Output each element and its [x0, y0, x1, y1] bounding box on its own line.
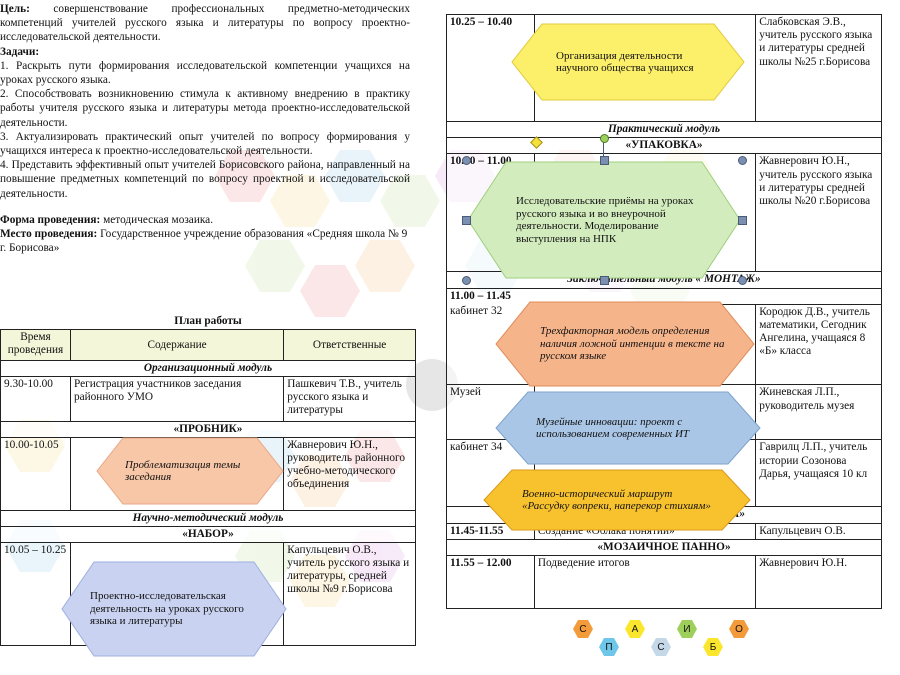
selection-handle[interactable] — [462, 156, 471, 165]
goal-label: Цель: — [0, 3, 30, 15]
module-row: Практический модуль — [446, 120, 882, 139]
module-row: Организационный модуль — [0, 360, 416, 377]
resp-cell: Жавнерович Ю.Н., учитель русского языка … — [755, 153, 882, 273]
stage-row: «ПРОБНИК» — [0, 421, 416, 438]
tasks-label: Задачи: — [0, 45, 40, 58]
selection-handle[interactable] — [600, 156, 609, 165]
stage-row: «УПАКОВКА» — [446, 137, 882, 155]
col-header-time: Время проведения — [0, 329, 71, 361]
table-header-row: Время проведения Содержание Ответственны… — [0, 329, 416, 361]
hexagon-shape — [495, 391, 761, 465]
task-item: 2. Способствовать возникновению стимула … — [0, 88, 410, 129]
place-label: Место проведения: — [0, 228, 98, 241]
time-cell: 10.05 – 10.25 — [0, 542, 71, 646]
hexagon-museum-innovations: Музейные инновации: проект с использован… — [494, 390, 762, 466]
selection-handle[interactable] — [462, 276, 471, 285]
logo-letter: П — [599, 638, 619, 656]
hexagon-problematization: Проблематизация темы заседания — [95, 436, 285, 506]
logo-letter: С — [651, 638, 671, 656]
time-cell: 10.00-10.05 — [0, 437, 71, 511]
col-header-content: Содержание — [69, 329, 285, 361]
resp-cell: Жавнерович Ю.Н. — [755, 554, 882, 609]
selection-handle[interactable] — [738, 216, 747, 225]
table-row: 9.30-10.00 Регистрация участников заседа… — [0, 376, 416, 422]
time-cell: 9.30-10.00 — [0, 376, 71, 422]
task-item: 3. Актуализировать практический опыт учи… — [0, 130, 410, 158]
resp-cell: Капульцевич О.В. — [755, 522, 882, 540]
hexagon-research-techniques: Исследовательские приёмы на уроках русск… — [466, 160, 742, 280]
task-item: 1. Раскрыть пути формирования исследоват… — [0, 59, 410, 87]
selection-handle[interactable] — [462, 216, 471, 225]
content-cell: Регистрация участников заседания районно… — [69, 376, 285, 422]
resp-cell: Кородюк Д.В., учитель математики, Сегодн… — [755, 303, 882, 386]
selection-handle[interactable] — [738, 276, 747, 285]
resp-cell: Жавнерович Ю.Н., руководитель районного … — [283, 437, 416, 511]
hexagon-shape — [511, 23, 745, 101]
selection-handle[interactable] — [600, 276, 609, 285]
time-cell: 11.00 – 11.45 — [446, 287, 882, 305]
hexagon-text: Военно-исторический маршрут «Рассудку во… — [522, 487, 711, 513]
selection-handle[interactable] — [738, 156, 747, 165]
hexagon-scientific-society: Организация деятельности научного общест… — [510, 22, 746, 102]
hexagon-text: Проектно-исследовательская деятельность … — [90, 590, 244, 628]
hexagon-shape — [96, 437, 284, 505]
hexagon-shape — [483, 469, 751, 531]
logo-letter: С — [573, 620, 593, 638]
time-cell: 11.55 – 12.00 — [446, 554, 535, 609]
resp-cell: Капульцевич О.В., учитель русского языка… — [283, 542, 416, 646]
logo-letter: И — [677, 620, 697, 638]
hexagon-shape — [495, 301, 755, 387]
time-cell: 11.45-11.55 — [446, 522, 535, 540]
resp-cell: Пашкевич Т.В., учитель русского языка и … — [283, 376, 416, 422]
hexagon-military-route: Военно-исторический маршрут «Рассудку во… — [482, 468, 752, 532]
stage-row: «НАБОР» — [0, 526, 416, 543]
hexagon-text: Исследовательские приёмы на уроках русск… — [516, 195, 694, 245]
rotate-handle[interactable] — [600, 134, 609, 143]
intro-block: Цель: совершенствование профессиональных… — [0, 2, 410, 255]
resp-cell: Гаврилц Л.П., учитель истории Созонова Д… — [755, 439, 882, 508]
left-page: Цель: совершенствование профессиональных… — [0, 0, 420, 675]
resp-cell: Жиневская Л.П., руководитель музея — [755, 384, 882, 441]
form-label: Форма проведения: — [0, 213, 101, 226]
task-item: 4. Представить эффективный опыт учителей… — [0, 159, 410, 200]
hexagon-three-factor-model: Трехфакторная модель определения наличия… — [494, 300, 756, 388]
stage-row: «МОЗАИЧНОЕ ПАННО» — [446, 538, 882, 556]
hexagon-text: Музейные инновации: проект с использован… — [536, 415, 690, 441]
form-text: методическая мозаика. — [100, 213, 214, 226]
logo-letter: О — [729, 620, 749, 638]
table-row: 11.55 – 12.00 Подведение итогов Жавнеров… — [446, 554, 882, 609]
module-row: Научно-методический модуль — [0, 510, 416, 527]
thanks-hex-logo: С П А С И Б О — [565, 612, 755, 664]
hexagon-text: Трехфакторная модель определения наличия… — [540, 325, 725, 363]
goal-text: совершенствование профессиональных предм… — [0, 3, 410, 44]
logo-letter: А — [625, 620, 645, 638]
content-cell: Подведение итогов — [533, 554, 757, 609]
col-header-resp: Ответственные — [283, 329, 416, 361]
time-cell: 10.25 – 10.40 — [446, 14, 535, 122]
logo-letter: Б — [703, 638, 723, 656]
hexagon-project: Проектно-исследовательская деятельность … — [60, 560, 288, 658]
place-text: Государственное учреждение образования «… — [0, 228, 408, 255]
resp-cell: Слабковская Э.В., учитель русского языка… — [755, 14, 882, 122]
hexagon-shape — [61, 561, 287, 657]
rotate-handle-stem — [603, 140, 604, 156]
plan-title: План работы — [174, 315, 242, 327]
hexagon-text: Организация деятельности научного общест… — [556, 49, 694, 75]
hexagon-text: Проблематизация темы заседания — [125, 458, 241, 484]
